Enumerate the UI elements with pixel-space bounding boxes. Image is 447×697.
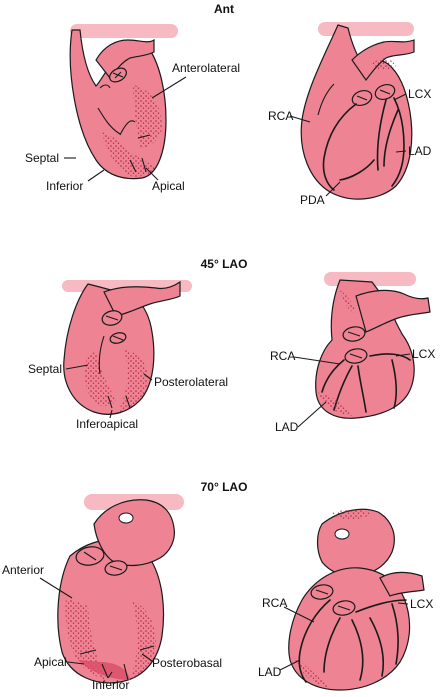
ant-segment-heart — [69, 24, 178, 180]
label-lcx-45: LCX — [412, 347, 435, 361]
lao70-segment-heart — [57, 494, 184, 684]
label-posterobasal-70: Posterobasal — [152, 656, 222, 670]
label-apical-70: Apical — [34, 655, 67, 669]
label-rca-ant: RCA — [268, 109, 293, 123]
label-lad-ant: LAD — [408, 144, 432, 158]
lao70-artery-heart — [288, 508, 425, 691]
label-anterior-70: Anterior — [2, 563, 44, 577]
label-anterolateral: Anterolateral — [172, 61, 240, 75]
view-45-lao: 45° LAO Septal Posterolateral Inferoapic… — [28, 257, 435, 434]
ant-artery-heart — [300, 22, 415, 200]
label-lcx-ant: LCX — [408, 87, 431, 101]
label-septal-ant: Septal — [25, 151, 59, 165]
label-apical-ant: Apical — [152, 179, 185, 193]
label-lad-45: LAD — [275, 420, 299, 434]
label-inferior-70: Inferior — [92, 678, 129, 692]
label-inferior-ant: Inferior — [46, 179, 83, 193]
label-rca-45: RCA — [270, 349, 295, 363]
view-ant-title: Ant — [214, 2, 234, 16]
label-septal-45: Septal — [28, 362, 62, 376]
view-70-lao: 70° LAO Anterior Posterobasal Apical Inf… — [2, 480, 433, 692]
lao45-segment-heart — [62, 280, 192, 415]
view-ant: Ant Anterolateral Septal Inferior Apical — [25, 2, 432, 207]
label-lcx-70: LCX — [410, 597, 433, 611]
label-posterolateral-45: Posterolateral — [154, 375, 228, 389]
label-inferoapical-45: Inferoapical — [76, 417, 138, 431]
view-45-lao-title: 45° LAO — [201, 257, 248, 271]
lao45-artery-heart — [315, 272, 431, 419]
view-70-lao-title: 70° LAO — [201, 480, 248, 494]
label-lad-70: LAD — [258, 665, 282, 679]
label-pda-ant: PDA — [300, 193, 325, 207]
label-rca-70: RCA — [262, 596, 287, 610]
